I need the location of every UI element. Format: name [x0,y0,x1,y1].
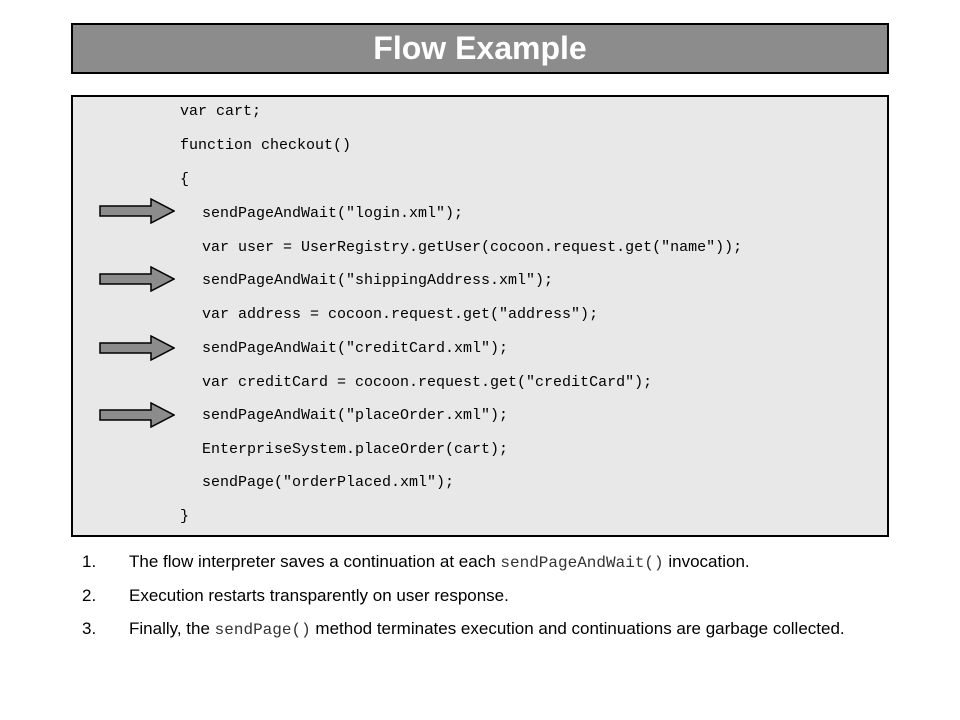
code-line: EnterpriseSystem.placeOrder(cart); [202,441,509,458]
code-line: { [180,171,190,188]
title-bar: Flow Example [71,23,889,74]
code-line: sendPageAndWait("creditCard.xml"); [202,340,509,357]
notes-list: 1. The flow interpreter saves a continuat… [82,550,882,651]
note-text: Execution restarts transparently on user… [129,586,509,605]
code-line: } [180,508,190,525]
inline-code: sendPageAndWait() [500,554,664,572]
code-line: var address = cocoon.request.get("addres… [202,306,599,323]
inline-code: sendPage() [214,621,311,639]
code-line: var cart; [180,103,262,120]
list-number: 2. [82,586,97,605]
slide-title: Flow Example [373,30,587,66]
right-arrow-icon [99,402,175,428]
code-line: sendPage("orderPlaced.xml"); [202,474,455,491]
right-arrow-icon [99,198,175,224]
note-text: invocation. [663,552,750,571]
code-line: sendPageAndWait("login.xml"); [202,205,464,222]
code-line: var user = UserRegistry.getUser(cocoon.r… [202,239,743,256]
list-item: 2. Execution restarts transparently on us… [82,584,882,608]
note-text: Finally, the [129,619,215,638]
right-arrow-icon [99,335,175,361]
note-text: The flow interpreter saves a continuatio… [129,552,501,571]
list-number: 3. [82,619,97,638]
code-line: sendPageAndWait("placeOrder.xml"); [202,407,509,424]
code-line: function checkout() [180,137,352,154]
code-line: sendPageAndWait("shippingAddress.xml"); [202,272,554,289]
note-text: method terminates execution and continua… [310,619,845,638]
list-number: 1. [82,552,97,571]
right-arrow-icon [99,266,175,292]
list-item: 1. The flow interpreter saves a continuat… [82,550,882,575]
code-box: var cart; function checkout() { sendPage… [71,95,889,537]
code-line: var creditCard = cocoon.request.get("cre… [202,374,653,391]
list-item: 3. Finally, the sendPage() method termina… [82,617,882,642]
